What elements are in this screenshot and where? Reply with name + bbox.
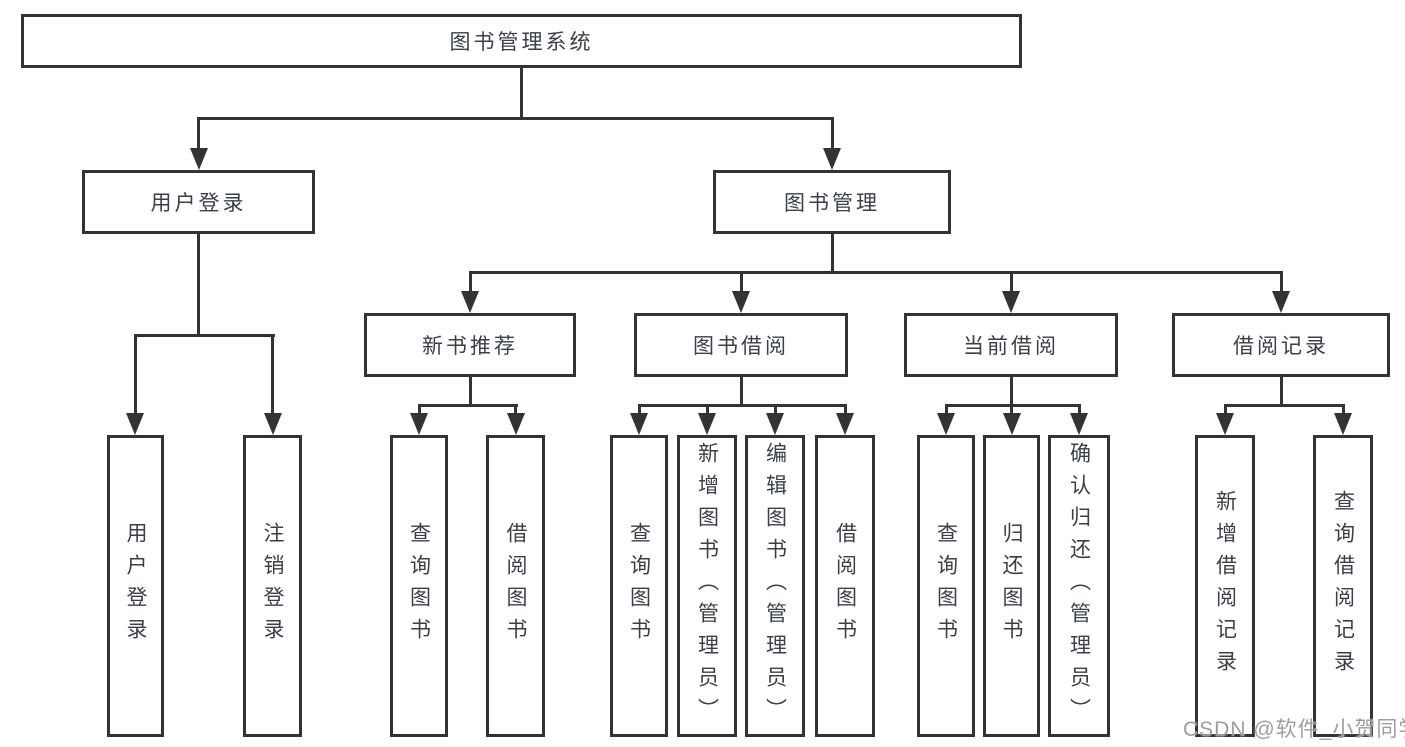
connector-line [1223,404,1227,415]
leaf-logout-label: 注销登录 [261,522,284,650]
connector-line [520,67,523,118]
leaf-add-book-admin-label: 新增图书（管理员） [695,442,719,730]
node-user-login-label: 用户登录 [150,192,247,215]
connector-line [1010,404,1013,415]
leaf-recommend-borrow-book-label: 借阅图书 [504,522,527,650]
leaf-add-borrow-record-label: 新增借阅记录 [1213,490,1237,682]
connector-line [1009,377,1013,407]
arrow-down-icon [461,291,479,313]
leaf-edit-book-admin-label: 编辑图书（管理员） [763,442,787,730]
leaf-recommend-borrow-book: 借阅图书 [486,435,545,737]
connector-line [1279,377,1283,407]
connector-line [1279,271,1283,293]
arrow-down-icon [1002,291,1020,313]
connector-line [1077,404,1081,415]
node-book-borrow: 图书借阅 [634,313,848,377]
arrow-down-icon [1272,291,1290,313]
connector-line [197,117,833,120]
leaf-borrow-query-book-label: 查询图书 [627,522,651,650]
node-user-login: 用户登录 [82,170,315,234]
arrow-down-icon [766,413,784,435]
leaf-confirm-return-admin-label: 确认归还（管理员） [1067,442,1091,730]
arrow-down-icon [263,413,282,435]
leaf-current-query-book: 查询图书 [917,435,975,737]
connector-line [1009,271,1013,293]
leaf-confirm-return-admin: 确认归还（管理员） [1048,435,1110,737]
connector-line [417,404,421,415]
connector-line [133,334,137,415]
connector-line [1223,404,1345,407]
leaf-add-book-admin: 新增图书（管理员） [677,435,737,737]
leaf-borrow-book-label: 借阅图书 [833,522,857,650]
leaf-logout: 注销登录 [243,435,302,737]
arrow-down-icon [1070,413,1088,435]
connector-line [514,404,517,415]
arrow-down-icon [823,148,841,170]
node-book-management: 图书管理 [713,170,951,234]
node-book-management-label: 图书管理 [784,192,880,215]
leaf-add-borrow-record: 新增借阅记录 [1195,435,1255,737]
connector-line [197,234,200,337]
arrow-down-icon [1002,413,1021,435]
connector-line [830,117,834,150]
leaf-borrow-query-book: 查询图书 [610,435,668,737]
connector-line [417,404,518,407]
connector-line [637,404,847,407]
leaf-user-login-label: 用户登录 [124,522,147,650]
node-new-book-recommend: 新书推荐 [364,313,576,377]
leaf-borrow-book: 借阅图书 [815,435,875,737]
connector-line [739,377,743,407]
arrow-down-icon [1334,413,1352,435]
arrow-down-icon [126,413,144,435]
connector-line [637,404,641,415]
connector-line [468,271,1283,274]
connector-line [830,234,834,274]
leaf-recommend-query-book: 查询图书 [390,435,448,737]
connector-line [773,404,777,415]
leaf-recommend-query-book-label: 查询图书 [407,522,431,650]
arrow-down-icon [836,413,854,435]
arrow-down-icon [410,413,428,435]
arrow-down-icon [1216,413,1234,435]
connector-line [843,404,847,415]
connector-line [739,271,743,293]
connector-line [271,334,274,415]
node-root-label: 图书管理系统 [449,31,594,54]
connector-line [468,271,472,293]
node-book-borrow-label: 图书借阅 [693,335,789,358]
connector-line [705,404,709,415]
connector-line [197,117,200,150]
arrow-down-icon [506,413,525,435]
arrow-down-icon [698,413,716,435]
leaf-return-book: 归还图书 [983,435,1040,737]
node-borrow-record-label: 借阅记录 [1233,335,1329,358]
arrow-down-icon [189,148,208,170]
connector-line [468,377,472,407]
csdn-watermark: CSDN @软件_小贺同学 [1183,718,1405,741]
arrow-down-icon [732,291,750,313]
node-current-borrow: 当前借阅 [904,313,1118,377]
node-new-book-recommend-label: 新书推荐 [422,335,518,358]
leaf-current-query-book-label: 查询图书 [934,522,958,650]
leaf-query-borrow-record: 查询借阅记录 [1313,435,1373,737]
connector-line [944,404,948,415]
node-root: 图书管理系统 [21,14,1022,68]
node-current-borrow-label: 当前借阅 [963,335,1059,358]
connector-line [133,334,275,337]
node-borrow-record: 借阅记录 [1172,313,1390,377]
leaf-edit-book-admin: 编辑图书（管理员） [745,435,805,737]
leaf-return-book-label: 归还图书 [1000,522,1023,650]
leaf-user-login: 用户登录 [107,435,164,737]
connector-line [1341,404,1345,415]
arrow-down-icon [630,413,648,435]
leaf-query-borrow-record-label: 查询借阅记录 [1331,490,1355,682]
arrow-down-icon [937,413,955,435]
